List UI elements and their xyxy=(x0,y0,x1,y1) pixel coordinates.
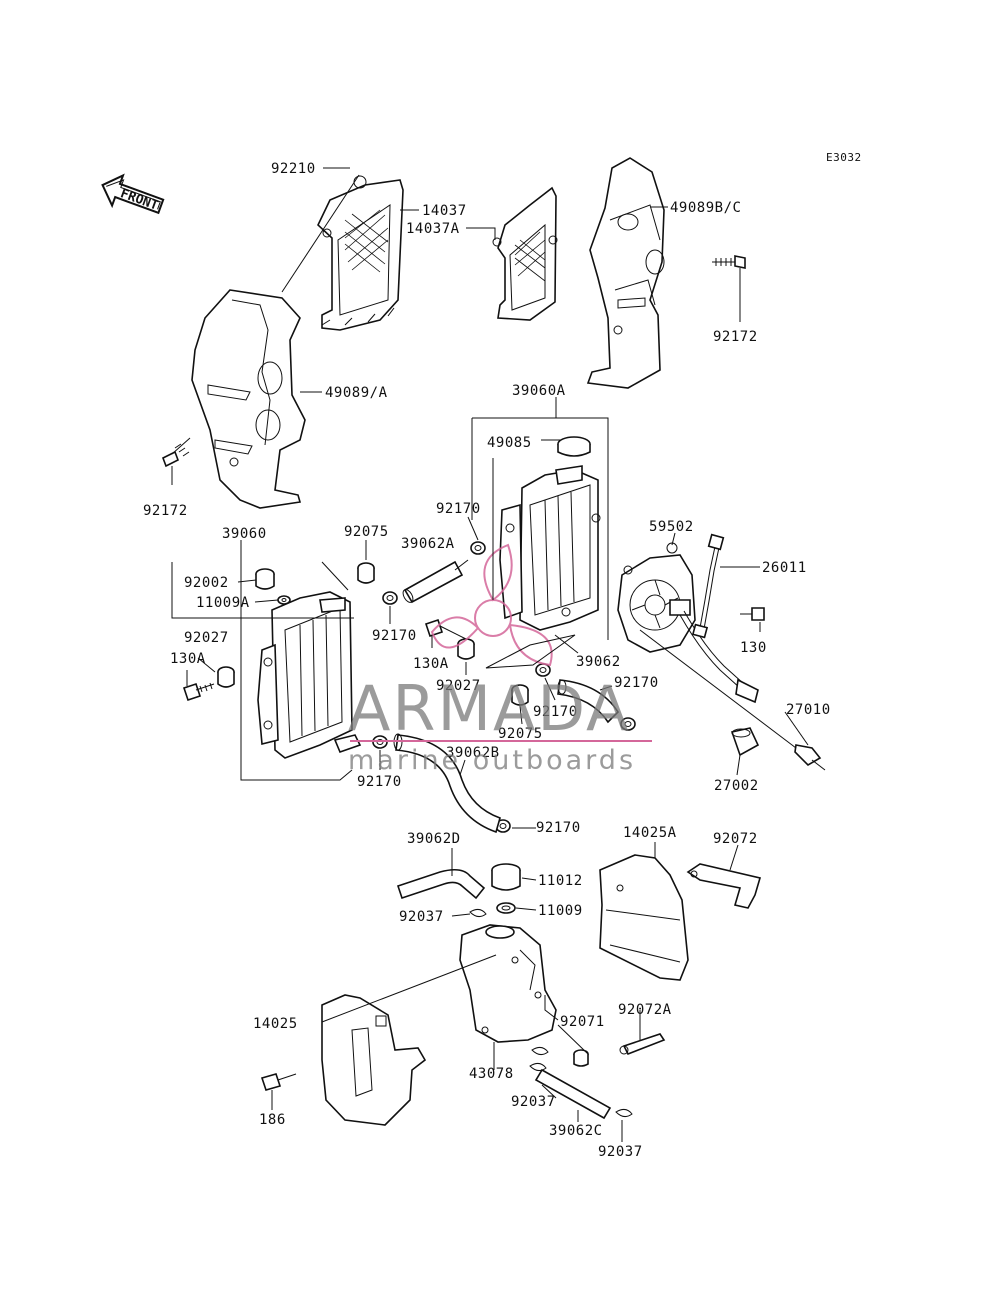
label-92170-a: 92170 xyxy=(436,501,481,517)
label-14037a: 14037A xyxy=(406,221,460,237)
cooling-fan xyxy=(617,542,759,704)
fan-switch-fitting xyxy=(730,727,760,757)
reservoir-cover xyxy=(321,994,427,1126)
watermark-brand: ARMADA xyxy=(348,672,630,745)
label-92170-b: 92170 xyxy=(372,628,417,644)
watermark-propeller-icon xyxy=(430,543,553,667)
label-11012: 11012 xyxy=(538,873,583,889)
reservoir-tank xyxy=(459,924,557,1043)
reservoir-cover-rear xyxy=(599,854,689,981)
label-39062c: 39062C xyxy=(549,1123,603,1139)
drain-plug xyxy=(255,568,275,590)
right-radiator-shroud xyxy=(586,157,665,389)
radiator-grille-right xyxy=(492,186,558,321)
label-92170-e: 92170 xyxy=(357,774,402,790)
label-39062b: 39062B xyxy=(446,745,500,761)
left-radiator-shroud xyxy=(191,289,306,509)
label-92170-f: 92170 xyxy=(536,820,581,836)
radiator-cap xyxy=(557,436,591,457)
label-92210: 92210 xyxy=(271,161,316,177)
hose-clip-c xyxy=(615,1108,633,1118)
radiator-right xyxy=(499,465,601,631)
overflow-hose xyxy=(534,1068,612,1120)
label-59502: 59502 xyxy=(649,519,694,535)
cover-bolt xyxy=(260,1073,297,1091)
label-49089a: 49089/A xyxy=(325,385,388,401)
radiator-left xyxy=(257,591,362,759)
hose-clamp-c xyxy=(535,663,551,677)
label-186: 186 xyxy=(259,1112,286,1128)
label-92172-right: 92172 xyxy=(713,329,758,345)
drain-plug-washer xyxy=(277,595,291,605)
label-92075-a: 92075 xyxy=(344,524,389,540)
hose-right xyxy=(557,679,620,724)
label-11009a: 11009A xyxy=(196,595,250,611)
fan-lead-wire xyxy=(691,533,725,639)
label-39062: 39062 xyxy=(576,654,621,670)
label-39060a: 39060A xyxy=(512,383,566,399)
watermark-tagline: marine outboards xyxy=(348,745,636,776)
label-92002: 92002 xyxy=(184,575,229,591)
label-92037-b: 92037 xyxy=(511,1094,556,1110)
hose-upper xyxy=(402,560,464,604)
radiator-grommet-lower xyxy=(511,684,529,706)
hose-clamp-d xyxy=(620,717,636,731)
label-92071: 92071 xyxy=(560,1014,605,1030)
hose-clamp-b xyxy=(470,541,486,555)
label-92027-a: 92027 xyxy=(184,630,229,646)
reservoir-bracket xyxy=(686,863,762,909)
fan-switch xyxy=(639,629,826,771)
label-92170-d: 92170 xyxy=(533,704,578,720)
label-49085: 49085 xyxy=(487,435,532,451)
radiator-grommet-upper xyxy=(357,562,375,584)
reservoir-cap-seal xyxy=(496,902,516,914)
label-130a: 130A xyxy=(413,656,449,672)
label-130: 130 xyxy=(740,640,767,656)
part-number-labels: 92210 14037 14037A 49089B/C 92172 49089/… xyxy=(143,161,831,1160)
shroud-bolt-right xyxy=(712,255,746,269)
shroud-bolt-left xyxy=(161,437,191,468)
label-14025a: 14025A xyxy=(623,825,677,841)
fan-bolt xyxy=(740,607,765,621)
label-39062d: 39062D xyxy=(407,831,461,847)
label-130a-left: 130A xyxy=(170,651,206,667)
reservoir-cap xyxy=(491,863,521,891)
label-92037-a: 92037 xyxy=(399,909,444,925)
front-arrow-icon: FRONT xyxy=(101,173,165,215)
label-92072a: 92072A xyxy=(618,1002,672,1018)
leader-lines xyxy=(171,167,809,1142)
label-92170-c: 92170 xyxy=(614,675,659,691)
label-92072: 92072 xyxy=(713,831,758,847)
radiator-bolt-center xyxy=(424,618,469,641)
label-39060: 39060 xyxy=(222,526,267,542)
label-14037: 14037 xyxy=(422,203,467,219)
label-14025: 14025 xyxy=(253,1016,298,1032)
label-92037-c: 92037 xyxy=(598,1144,643,1160)
watermark: ARMADA marine outboards xyxy=(348,672,652,776)
hose-clip-a xyxy=(469,908,487,918)
label-92027-b: 92027 xyxy=(436,678,481,694)
reservoir-band xyxy=(619,1033,666,1056)
radiator-collar-left xyxy=(217,666,235,688)
hose-clamp-a xyxy=(382,591,398,605)
radiator-bolt-left xyxy=(182,682,215,702)
diagram-code: E3032 xyxy=(826,151,862,164)
reservoir-hose xyxy=(396,868,486,900)
label-26011: 26011 xyxy=(762,560,807,576)
label-39062a: 39062A xyxy=(401,536,455,552)
label-27010: 27010 xyxy=(786,702,831,718)
label-27002: 27002 xyxy=(714,778,759,794)
label-92075-b: 92075 xyxy=(498,726,543,742)
label-11009: 11009 xyxy=(538,903,583,919)
label-49089bc: 49089B/C xyxy=(670,200,741,216)
label-92172-left: 92172 xyxy=(143,503,188,519)
radiator-grille-left xyxy=(317,175,404,331)
hose-clip-b xyxy=(529,1046,549,1072)
radiator-collar-center xyxy=(457,638,475,660)
label-43078: 43078 xyxy=(469,1066,514,1082)
